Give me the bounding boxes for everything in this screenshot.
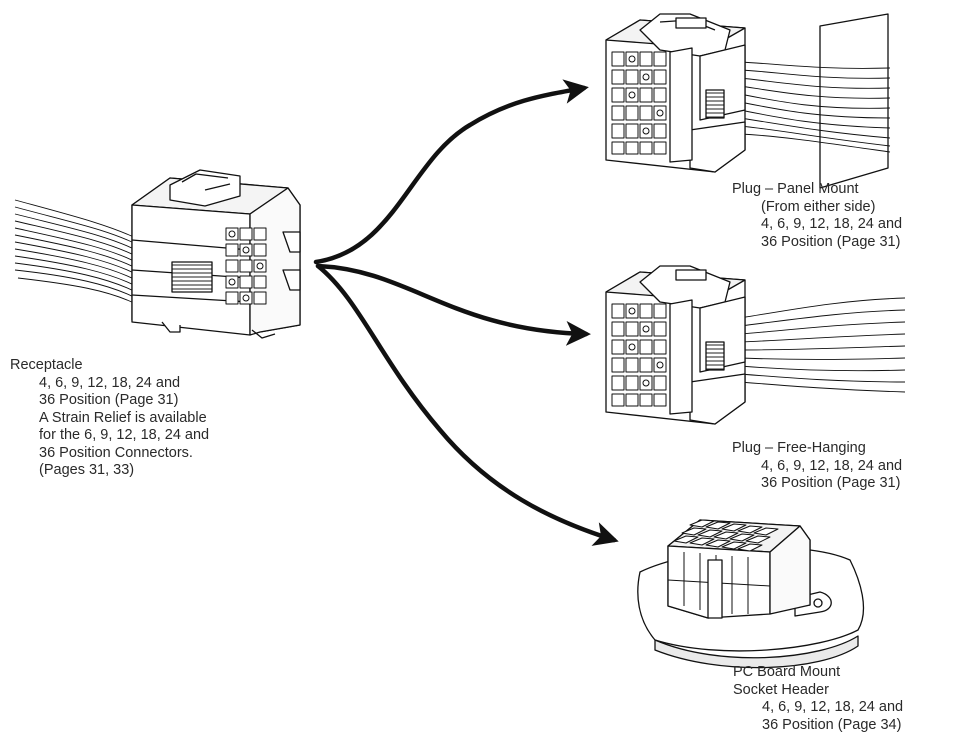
arrow-to-panel-mount: [313, 79, 589, 265]
arrow-to-pcb-header: [315, 263, 619, 546]
free-plug-cavity-grid: [611, 303, 667, 407]
receptacle-line: 4, 6, 9, 12, 18, 24 and: [39, 374, 181, 391]
plug-free-hanging-title: Plug – Free-Hanging: [732, 440, 866, 456]
receptacle-line: A Strain Relief is available: [39, 409, 207, 426]
pcb-header-title: PC Board Mount: [733, 664, 841, 680]
panel-plug-cavity-grid: [611, 51, 667, 155]
mounting-hole: [813, 598, 823, 608]
plug-free-hanging-line: 36 Position (Page 31): [761, 475, 901, 491]
plug-free-hanging-illustration: [605, 265, 906, 425]
receptacle-socket-grid: [225, 227, 267, 305]
plug-panel-mount-title: Plug – Panel Mount: [732, 181, 859, 197]
plug-free-hanging-label: Plug – Free-Hanging 4, 6, 9, 12, 18, 24 …: [732, 440, 902, 493]
pcb-header-line: 4, 6, 9, 12, 18, 24 and: [762, 699, 904, 715]
plug-panel-mount-label: Plug – Panel Mount (From either side) 4,…: [732, 181, 902, 251]
pcb-socket-cavity-grid: [673, 519, 779, 552]
plug-free-hanging-line: 4, 6, 9, 12, 18, 24 and: [761, 457, 903, 474]
plug-panel-mount-line: 36 Position (Page 31): [761, 233, 901, 250]
pcb-header-line: 36 Position (Page 34): [762, 716, 902, 733]
receptacle-illustration: [14, 169, 301, 339]
receptacle-line: for the 6, 9, 12, 18, 24 and: [39, 427, 210, 443]
pcb-header-label: PC Board Mount Socket Header 4, 6, 9, 12…: [733, 664, 903, 734]
mounting-panel: [819, 13, 889, 189]
receptacle-wire-bundle: [14, 199, 141, 307]
receptacle-line: 36 Position Connectors.: [39, 444, 193, 461]
pcb-socket-header-illustration: [637, 519, 865, 669]
plug-panel-mount-line: 4, 6, 9, 12, 18, 24 and: [761, 216, 903, 232]
receptacle-title: Receptacle: [10, 357, 83, 373]
receptacle-label: Receptacle 4, 6, 9, 12, 18, 24 and 36 Po…: [10, 357, 209, 480]
receptacle-line: 36 Position (Page 31): [39, 392, 179, 408]
plug-panel-mount-line: (From either side): [761, 198, 876, 215]
pcb-header-subtitle: Socket Header: [733, 681, 829, 698]
connection-arrows: [313, 79, 619, 546]
receptacle-line: (Pages 31, 33): [39, 462, 135, 478]
arrow-to-free-hanging: [315, 263, 591, 346]
plug-panel-mount-illustration: [605, 13, 891, 189]
